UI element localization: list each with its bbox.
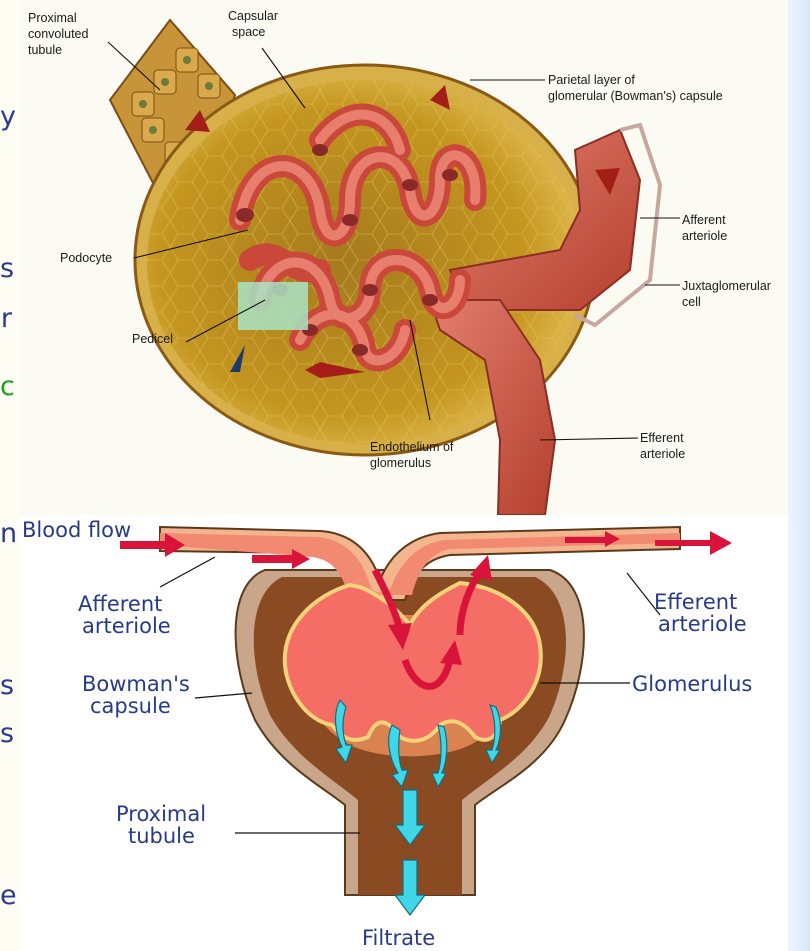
side-char: s [0,720,12,747]
label-efferent-arteriole-schematic: Efferent arteriole [654,590,747,636]
label-bowmans-capsule: Bowman's capsule [82,672,196,718]
renal-corpuscle-svg: Proximal convoluted tubule Capsular spac… [20,0,788,515]
label-podocyte: Podocyte [60,251,112,265]
renal-corpuscle-illustration: Proximal convoluted tubule Capsular spac… [20,0,788,515]
side-char: c [0,373,12,400]
label-afferent-arteriole: Afferent arteriole [682,213,729,243]
side-char: e [0,882,12,909]
side-char: r [0,305,12,332]
label-blood-flow: Blood flow [22,518,131,542]
side-char: n [0,520,12,547]
side-char: y [0,103,12,130]
pedicel-highlight [238,282,308,330]
label-proximal-convoluted-tubule: Proximal convoluted tubule [28,11,92,57]
label-pedicel: Pedicel [132,332,173,346]
label-parietal-layer: Parietal layer of glomerular (Bowman's) … [548,73,723,103]
glomerulus-schematic-svg: Blood flow Afferent arteriole Efferent a… [20,515,788,951]
label-proximal-tubule: Proximal tubule [116,802,213,848]
side-char: s [0,672,12,699]
glomerulus-schematic: Blood flow Afferent arteriole Efferent a… [20,515,788,951]
slide-frame-edge [788,0,810,951]
side-char: s [0,255,12,282]
label-juxtaglomerular-cell: Juxtaglomerular cell [682,279,774,309]
label-glomerulus: Glomerulus [632,672,752,696]
label-filtrate: Filtrate [362,926,435,950]
label-afferent-arteriole-schematic: Afferent arteriole [78,592,171,638]
label-capsular-space: Capsular space [228,9,282,39]
label-efferent-arteriole: Efferent arteriole [640,431,687,461]
